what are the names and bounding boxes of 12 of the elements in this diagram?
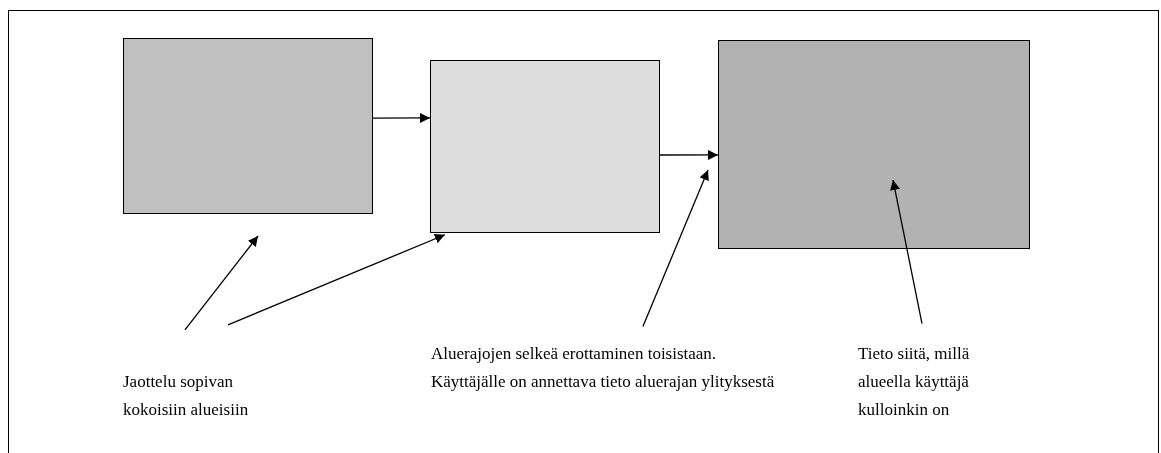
arrow (372, 113, 431, 123)
leader-line (227, 233, 446, 326)
annotation-text: Aluerajojen selkeä erottaminen toisistaan. Käyttäjälle on annettava tieto aluerajan ylityksestä (431, 343, 776, 393)
annotation-text: Tieto siitä, millä alueella käyttäjä kulloinkin on (858, 343, 971, 421)
leader-line (184, 235, 259, 331)
area-block (430, 60, 660, 233)
area-block (123, 38, 373, 214)
area-block (718, 40, 1030, 249)
leader-line (642, 169, 709, 328)
arrow (659, 149, 719, 160)
annotation-text: Jaottelu sopivan kokoisiin alueisiin (123, 371, 250, 421)
leader-line (890, 179, 923, 325)
